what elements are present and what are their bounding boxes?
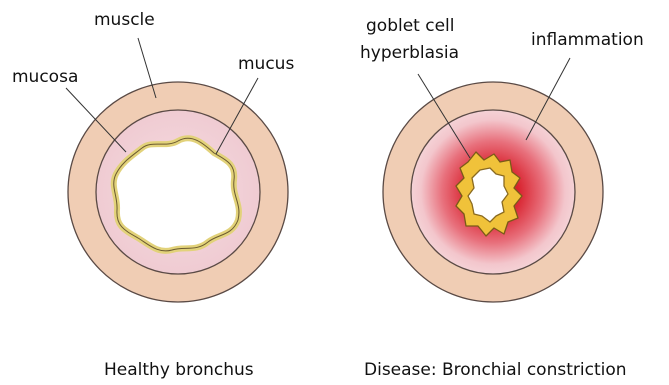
- label-mucus: mucus: [238, 54, 294, 74]
- caption-healthy: Healthy bronchus: [104, 360, 254, 380]
- label-muscle: muscle: [94, 10, 155, 30]
- caption-disease: Disease: Bronchial constriction: [364, 360, 627, 380]
- label-inflammation: inflammation: [531, 30, 644, 50]
- label-goblet-line2: hyperblasia: [360, 43, 459, 63]
- healthy-bronchus: [66, 38, 288, 302]
- label-mucosa: mucosa: [12, 67, 78, 87]
- diseased-bronchus: [383, 58, 603, 302]
- label-goblet-line1: goblet cell: [366, 16, 455, 36]
